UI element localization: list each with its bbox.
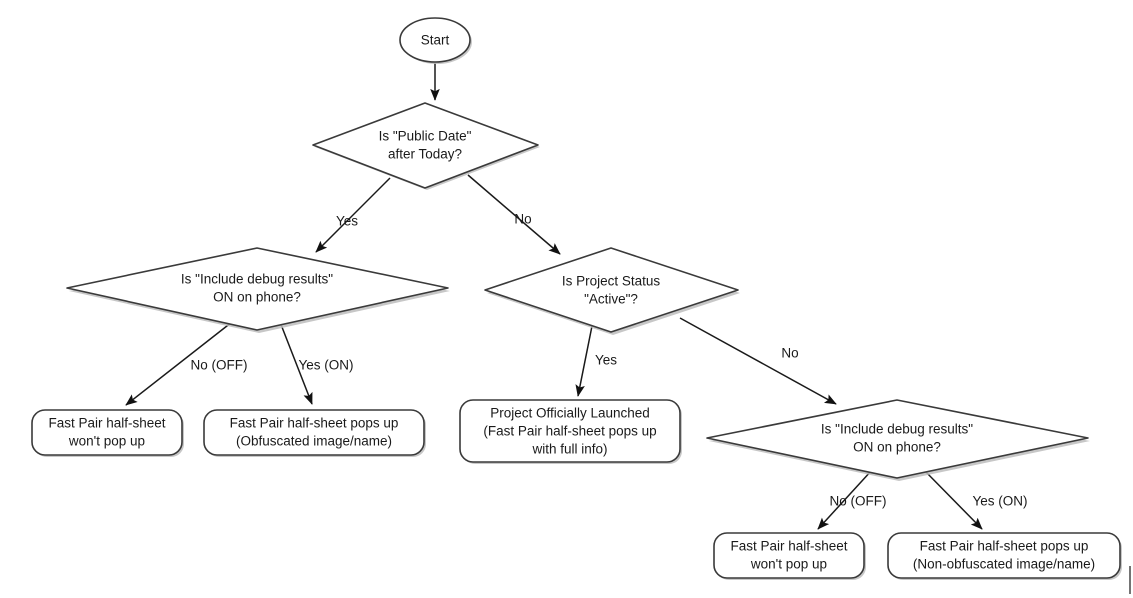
- node-result-non-obfuscated[interactable]: Fast Pair half-sheet pops up (Non-obfusc…: [887, 532, 1122, 580]
- edge-label-debug-left-on: Yes (ON): [298, 358, 353, 373]
- debug-left-label-line2: ON on phone?: [213, 290, 301, 305]
- edge-public-date-yes: Yes: [315, 177, 391, 253]
- start-label: Start: [421, 33, 450, 48]
- result-obfuscated-line2: (Obfuscated image/name): [236, 434, 392, 449]
- result-launched-line1: Project Officially Launched: [490, 406, 650, 421]
- edge-label-project-status-no: No: [781, 346, 798, 361]
- result-no-popup-right-box: [713, 532, 865, 579]
- node-decision-public-date[interactable]: Is "Public Date" after Today?: [312, 102, 540, 190]
- start-ellipse: [399, 17, 471, 63]
- result-obfuscated-line1: Fast Pair half-sheet pops up: [230, 416, 399, 431]
- result-launched-line3: with full info): [531, 442, 607, 457]
- edge-label-debug-right-on: Yes (ON): [972, 494, 1027, 509]
- project-status-label-line1: Is Project Status: [562, 274, 661, 289]
- debug-right-diamond: [706, 399, 1089, 479]
- edge-label-debug-right-off: No (OFF): [830, 494, 887, 509]
- node-result-obfuscated[interactable]: Fast Pair half-sheet pops up (Obfuscated…: [203, 409, 426, 457]
- edge-label-project-status-yes: Yes: [595, 353, 617, 368]
- result-obfuscated-box: [203, 409, 425, 456]
- edge-debug-right-on: Yes (ON): [923, 469, 1028, 530]
- public-date-diamond: [312, 102, 539, 189]
- debug-right-label-line2: ON on phone?: [853, 440, 941, 455]
- edge-debug-right-off: No (OFF): [817, 469, 887, 530]
- result-no-popup-left-line1: Fast Pair half-sheet: [48, 416, 165, 431]
- edge-project-status-no: No: [679, 317, 837, 405]
- node-result-no-popup-left[interactable]: Fast Pair half-sheet won't pop up: [31, 409, 184, 457]
- public-date-label-line1: Is "Public Date": [379, 129, 472, 144]
- debug-left-label-line1: Is "Include debug results": [181, 272, 333, 287]
- result-non-obfuscated-box: [887, 532, 1121, 579]
- result-no-popup-left-box: [31, 409, 183, 456]
- result-non-obfuscated-line1: Fast Pair half-sheet pops up: [920, 539, 1089, 554]
- node-start[interactable]: Start: [399, 17, 472, 64]
- result-no-popup-right-line1: Fast Pair half-sheet: [730, 539, 847, 554]
- edge-project-status-yes: Yes: [575, 325, 617, 397]
- debug-right-label-line1: Is "Include debug results": [821, 422, 973, 437]
- node-result-no-popup-right[interactable]: Fast Pair half-sheet won't pop up: [713, 532, 866, 580]
- node-decision-project-status[interactable]: Is Project Status "Active"?: [484, 247, 740, 335]
- edge-label-public-date-yes: Yes: [336, 214, 358, 229]
- project-status-diamond: [484, 247, 739, 333]
- edge-debug-left-on: Yes (ON): [279, 321, 354, 405]
- node-result-launched[interactable]: Project Officially Launched (Fast Pair h…: [459, 399, 682, 464]
- node-decision-debug-right[interactable]: Is "Include debug results" ON on phone?: [706, 399, 1090, 481]
- debug-left-diamond: [66, 247, 449, 331]
- edge-public-date-no: No: [467, 174, 561, 255]
- result-no-popup-left-line2: won't pop up: [68, 434, 145, 449]
- node-decision-debug-left[interactable]: Is "Include debug results" ON on phone?: [66, 247, 450, 333]
- result-launched-box: [459, 399, 681, 463]
- result-non-obfuscated-line2: (Non-obfuscated image/name): [913, 557, 1095, 572]
- result-no-popup-right-line2: won't pop up: [750, 557, 827, 572]
- edge-label-debug-left-off: No (OFF): [191, 358, 248, 373]
- project-status-label-line2: "Active"?: [584, 292, 638, 307]
- public-date-label-line2: after Today?: [388, 147, 462, 162]
- edge-label-public-date-no: No: [514, 212, 531, 227]
- edge-debug-left-off: No (OFF): [125, 321, 248, 406]
- result-launched-line2: (Fast Pair half-sheet pops up: [483, 424, 656, 439]
